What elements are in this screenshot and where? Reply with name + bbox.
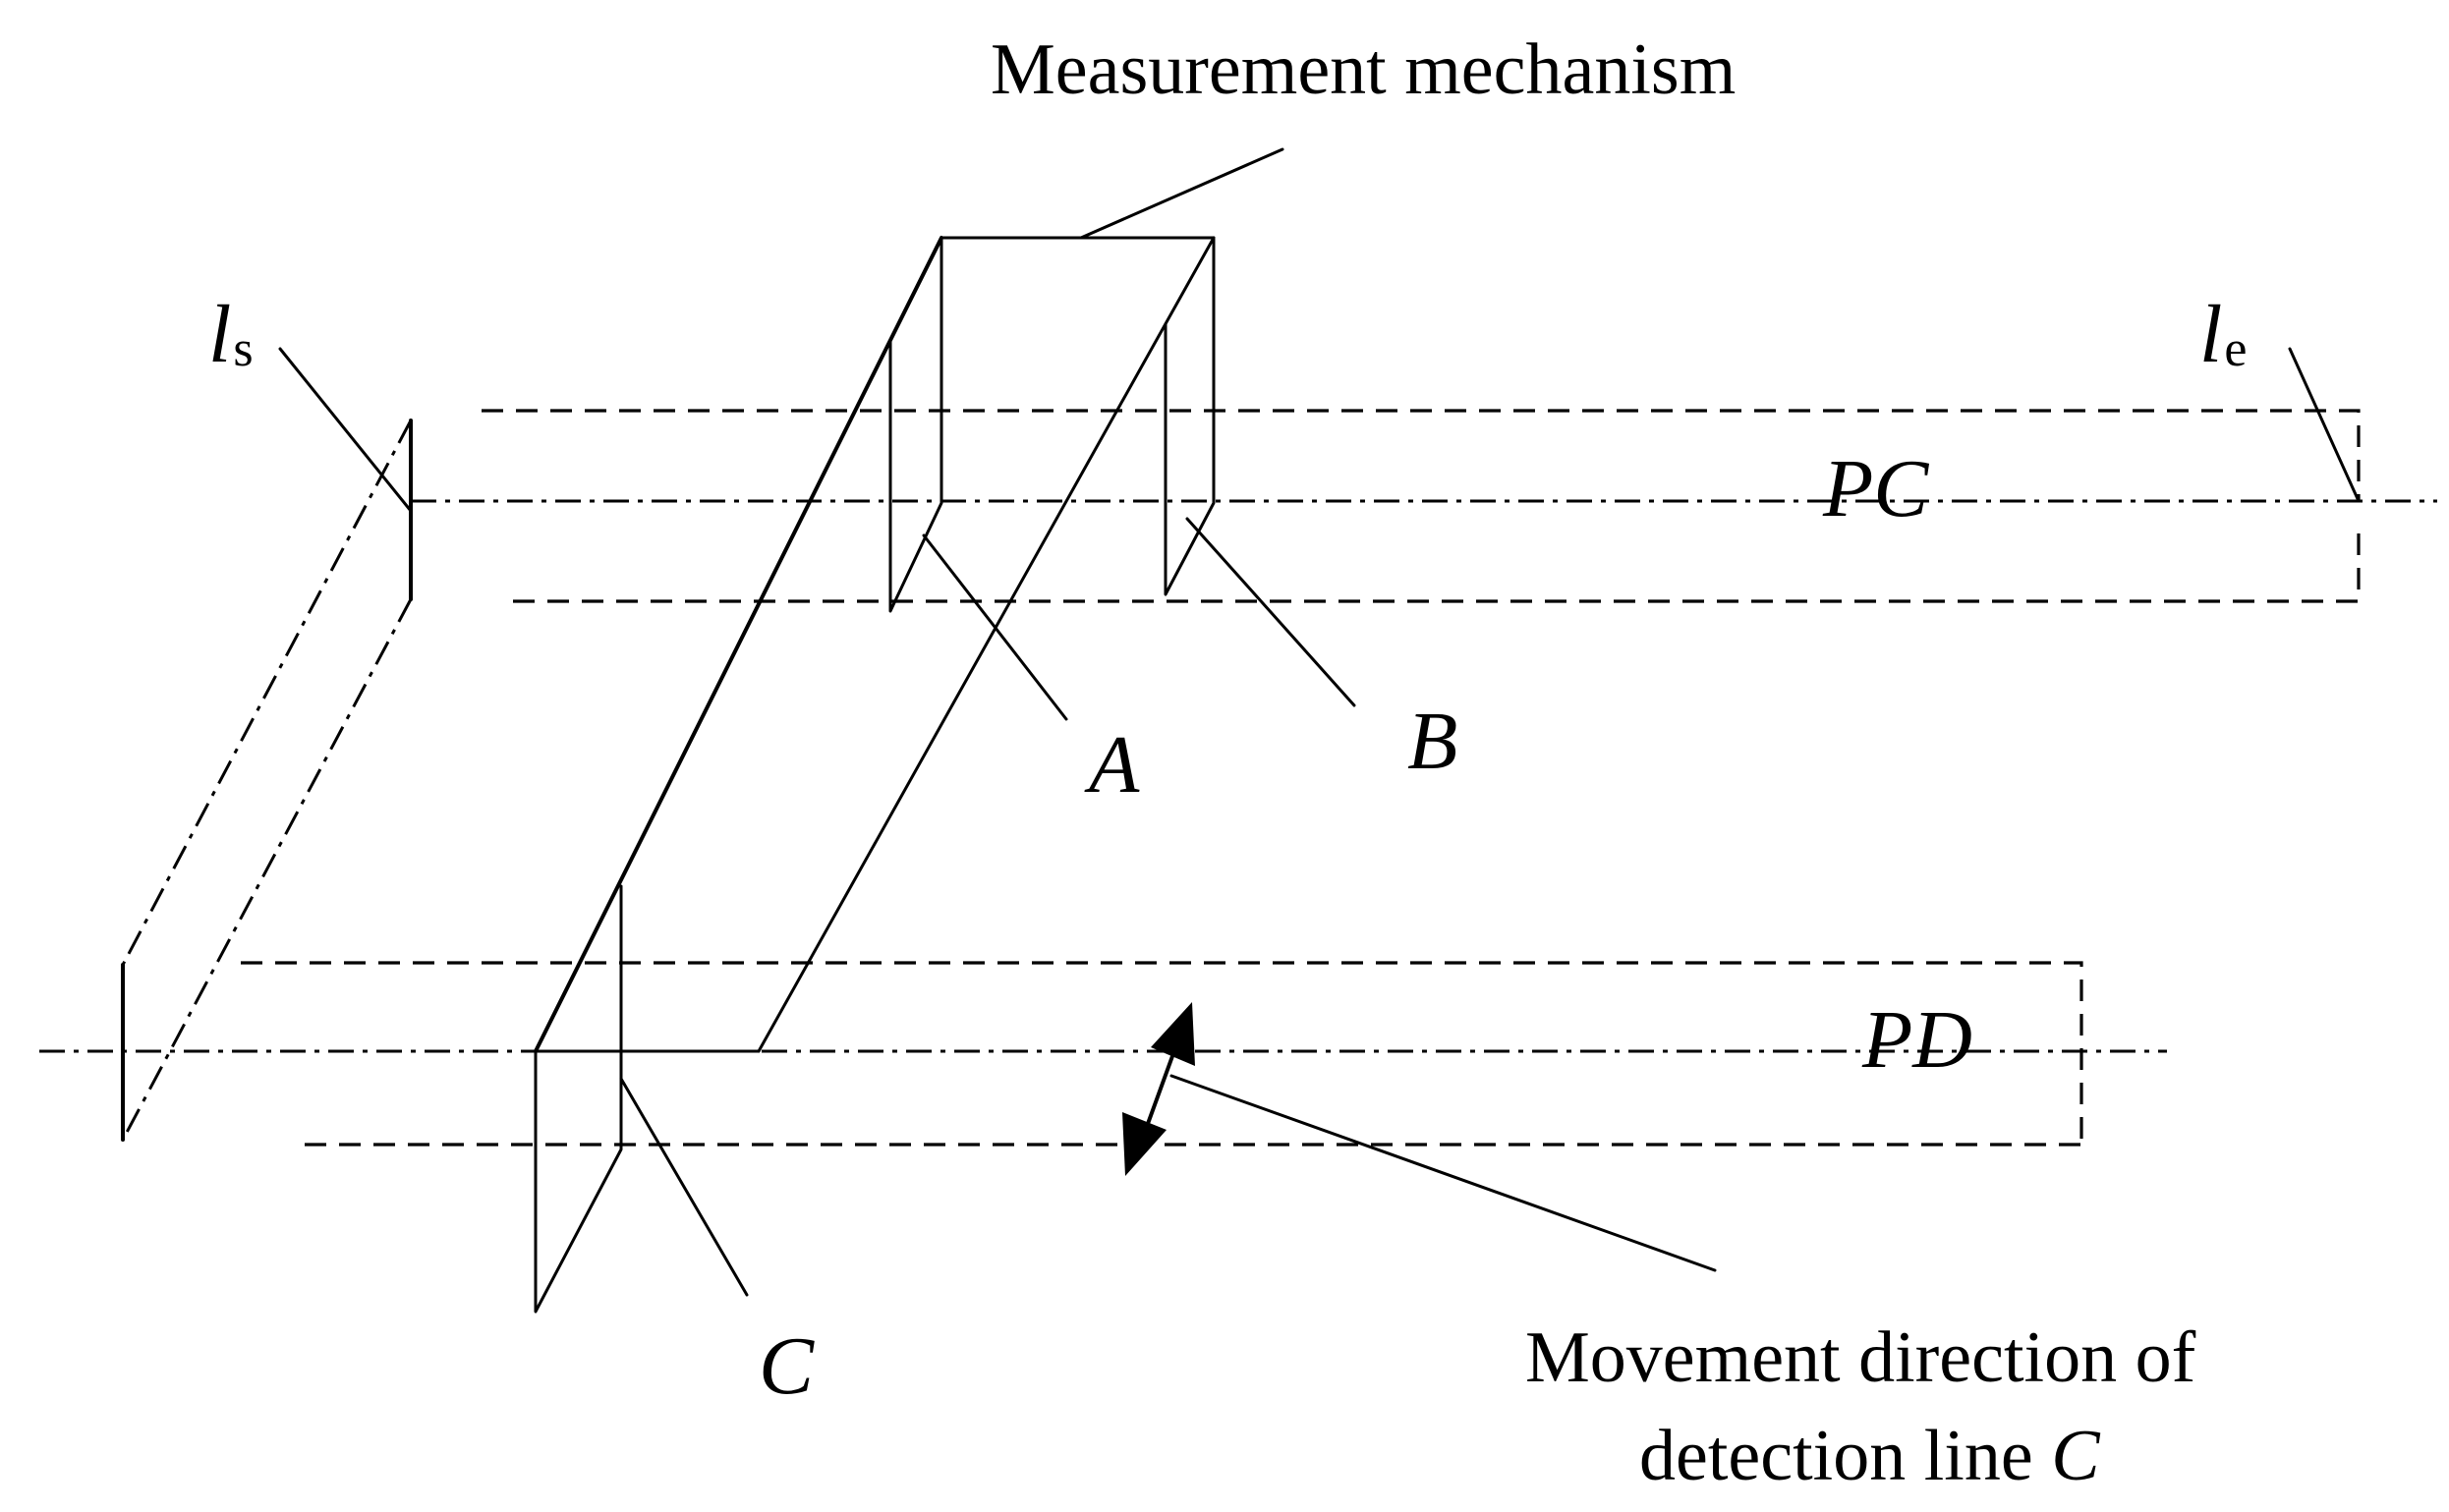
leader-a bbox=[922, 533, 1068, 721]
leader-c bbox=[619, 1077, 749, 1297]
pc-band-top-edge bbox=[482, 409, 2361, 501]
leader-lines bbox=[278, 147, 2361, 1297]
label-ls: ls bbox=[208, 289, 254, 380]
arrow-head-down-icon bbox=[1122, 1112, 1167, 1176]
detection-plate-b bbox=[1164, 236, 1216, 596]
movement-arrow-shaft bbox=[1143, 1054, 1174, 1134]
detection-plate-a bbox=[888, 236, 943, 613]
leader-movement-direction bbox=[1169, 1074, 1717, 1272]
plate-b-outline bbox=[1164, 236, 1216, 596]
detection-plate-c bbox=[534, 884, 623, 1314]
pd-band-top-edge bbox=[241, 961, 2083, 1145]
leader-measurement-mechanism bbox=[1079, 147, 1284, 240]
measurement-mechanism-frame bbox=[534, 236, 1216, 1053]
label-le: le bbox=[2199, 289, 2247, 380]
arrow-head-up-icon bbox=[1151, 1002, 1195, 1066]
ls-lower-diagonal bbox=[121, 598, 413, 1141]
plate-c-outline bbox=[534, 884, 623, 1314]
leader-le bbox=[2288, 347, 2361, 503]
label-b: B bbox=[1407, 696, 1457, 787]
pc-band-bottom-edge bbox=[513, 521, 2361, 603]
leader-b bbox=[1185, 517, 1356, 707]
leader-ls bbox=[278, 347, 413, 513]
label-pd: PD bbox=[1861, 994, 1972, 1086]
label-movement-direction-line1: Movement direction of bbox=[1525, 1317, 2196, 1398]
frame-right-diagonal bbox=[757, 236, 1216, 1053]
movement-arrow bbox=[1122, 1002, 1195, 1176]
pc-band bbox=[411, 409, 2437, 603]
label-measurement-mechanism: Measurement mechanism bbox=[991, 29, 1736, 110]
start-line-ls bbox=[121, 419, 413, 1142]
label-c: C bbox=[759, 1320, 815, 1412]
label-a: A bbox=[1084, 719, 1140, 811]
frame-left-diagonal bbox=[534, 236, 943, 1053]
pd-band bbox=[39, 961, 2167, 1147]
label-movement-direction-line2: detection line C bbox=[1639, 1416, 2101, 1496]
plate-a-outline bbox=[888, 236, 943, 613]
label-pc: PC bbox=[1822, 443, 1929, 534]
ls-upper-diagonal bbox=[121, 420, 413, 966]
